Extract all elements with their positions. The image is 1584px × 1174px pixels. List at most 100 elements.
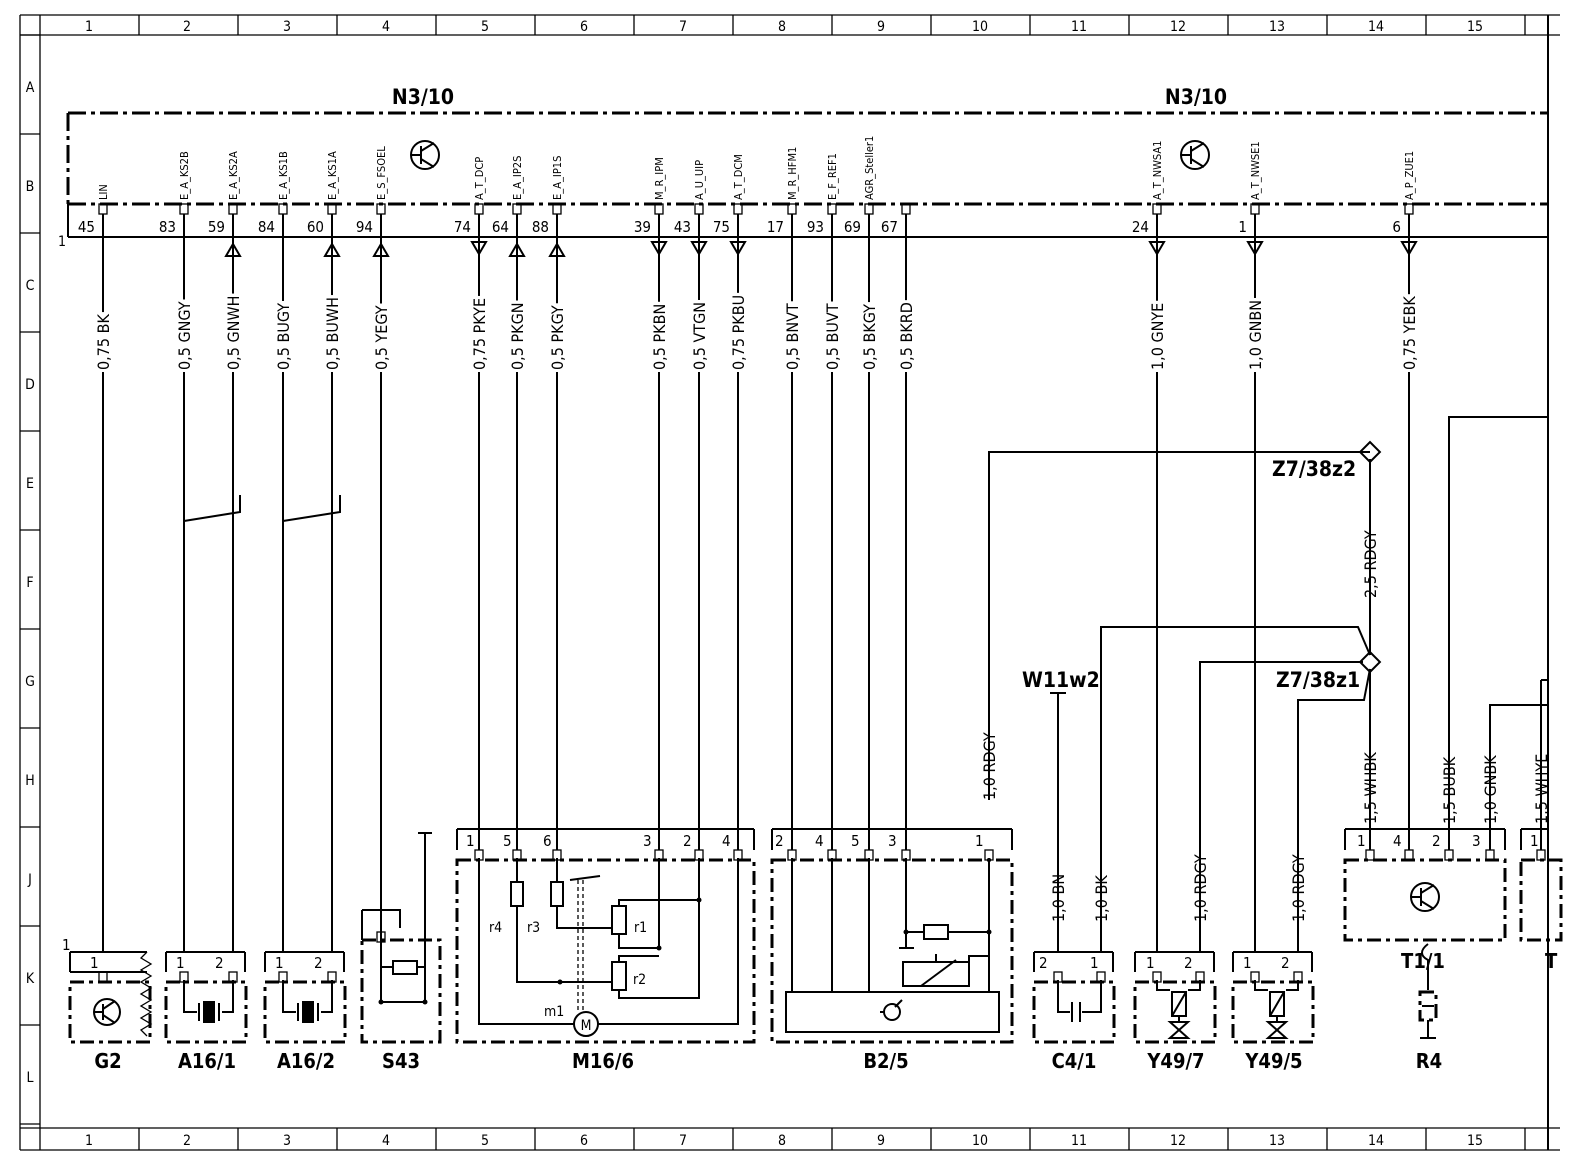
connector-pin-marker — [98, 971, 108, 983]
connector-pin-marker — [179, 971, 189, 983]
component-label: Y49/7 — [1146, 1049, 1204, 1073]
component-s43: S43 — [360, 832, 442, 1073]
component-y49-5: 1 2 Y49/5 — [1231, 951, 1315, 1073]
connector-pin-marker — [474, 849, 484, 861]
col-label: 3 — [283, 19, 291, 35]
row-label: F — [26, 575, 33, 591]
col-label: 5 — [481, 19, 489, 35]
connector-pin-marker — [1096, 971, 1106, 983]
component-y49-7: 1 2 Y49/7 — [1133, 951, 1217, 1073]
pin-signal-name: A_T_NWSA1 — [1151, 141, 1164, 200]
col-label: 9 — [877, 1133, 885, 1149]
resistor-icon — [510, 881, 524, 907]
connector-pin-marker — [654, 849, 664, 861]
row-label: J — [27, 872, 32, 888]
col-label: 12 — [1170, 19, 1186, 35]
connector-pin-marker — [1444, 849, 1454, 861]
pin-number: 69 — [844, 218, 861, 236]
pin-number: 24 — [1132, 218, 1149, 236]
wire-label: 1,0 RDGY — [980, 732, 999, 800]
wire-label: 0,5 BUGY — [274, 303, 293, 370]
pin-label: 5 — [851, 832, 860, 850]
pin-signal-name: M_R_IPM — [653, 157, 666, 200]
control-unit-label: N3/10 — [392, 85, 454, 109]
col-label: 8 — [778, 1133, 786, 1149]
wire-label: 1,0 GNBK — [1481, 755, 1500, 824]
shield-label: W11w2 — [1022, 668, 1100, 692]
pin-label: 2 — [683, 832, 692, 850]
knock-sensor-icon — [282, 980, 333, 1023]
control-unit-label: N3/10 — [1165, 85, 1227, 109]
solenoid-valve-icon — [1156, 980, 1201, 1039]
wire-label: 0,75 PKBU — [729, 295, 748, 370]
row-label: D — [25, 377, 35, 393]
pin-number: 17 — [767, 218, 784, 236]
connector-pin-marker — [552, 849, 562, 861]
pin-number: 88 — [532, 218, 549, 236]
pin-signal-name: E_A_KS2A — [227, 151, 240, 200]
component-c4-1: 2 1 C4/1 — [1032, 951, 1116, 1073]
pin-label: 1 — [466, 832, 475, 850]
pin-signal-name: A_T_DCP — [473, 157, 486, 200]
resistor-label: r2 — [633, 972, 646, 988]
col-label: 8 — [778, 19, 786, 35]
pin-label: 3 — [1472, 832, 1481, 850]
wire-label: 0,75 BK — [94, 314, 113, 370]
col-label: 1 — [85, 19, 93, 35]
pin-signal-name: A_T_NWSE1 — [1249, 141, 1262, 200]
wire-label: 1,5 BUBK — [1440, 756, 1459, 824]
wire-label: 0,5 BUWH — [323, 297, 342, 370]
row-label: G — [25, 674, 35, 690]
component-label: B2/5 — [863, 1049, 908, 1073]
col-label: 15 — [1467, 1133, 1483, 1149]
wire-label: 0,5 PKGY — [548, 305, 567, 370]
col-label: 10 — [972, 1133, 988, 1149]
connector-pin-marker — [1365, 849, 1375, 861]
component-a16-1: 1 2 A16/1 — [164, 951, 248, 1073]
component-pin-markers — [98, 849, 1546, 983]
pin-label: 1 — [1090, 954, 1099, 972]
component-label: Y49/5 — [1244, 1049, 1302, 1073]
col-label: 4 — [382, 1133, 390, 1149]
connector-pin-marker — [1293, 971, 1303, 983]
pin-label: 1 — [62, 936, 71, 954]
connector-pin-marker — [787, 849, 797, 861]
level-switch-icon — [392, 960, 418, 975]
pin-label: 2 — [1039, 954, 1048, 972]
pin-signal-name: M_R_HFM1 — [786, 147, 799, 200]
pin-number: 45 — [78, 218, 95, 236]
connector-pin-marker — [278, 971, 288, 983]
pin-signal-name: E_A_IP2S — [511, 156, 524, 200]
col-label: 15 — [1467, 19, 1483, 35]
pin-number: 74 — [454, 218, 471, 236]
pin-number: 6 — [1392, 218, 1401, 236]
connector-pin-marker — [984, 849, 994, 861]
motor-symbol: M — [581, 1018, 592, 1034]
wire-label: 0,75 PKYE — [470, 298, 489, 370]
transistor-icon — [410, 140, 440, 170]
resistor-label: r1 — [634, 920, 647, 936]
pin-signal-name: E_F_REF1 — [826, 153, 839, 200]
resistor-icon — [923, 924, 949, 940]
connector-pin-marker — [864, 849, 874, 861]
pin-signal-name: E_S_FSOEL — [375, 146, 388, 200]
knock-sensor-icon — [183, 980, 234, 1023]
motor-icon: M — [573, 1011, 599, 1037]
connector-pin-marker — [327, 971, 337, 983]
row-label: K — [26, 971, 35, 987]
pin-number: 84 — [258, 218, 275, 236]
component-label: G2 — [94, 1049, 121, 1073]
component-label: A16/1 — [178, 1049, 236, 1073]
wire-label: 1,5 WHYE — [1532, 754, 1551, 824]
connector-pin-marker — [1053, 971, 1063, 983]
solenoid-valve-icon — [1254, 980, 1299, 1039]
pin-label: 3 — [888, 832, 897, 850]
connector-pin-marker — [1485, 849, 1495, 861]
